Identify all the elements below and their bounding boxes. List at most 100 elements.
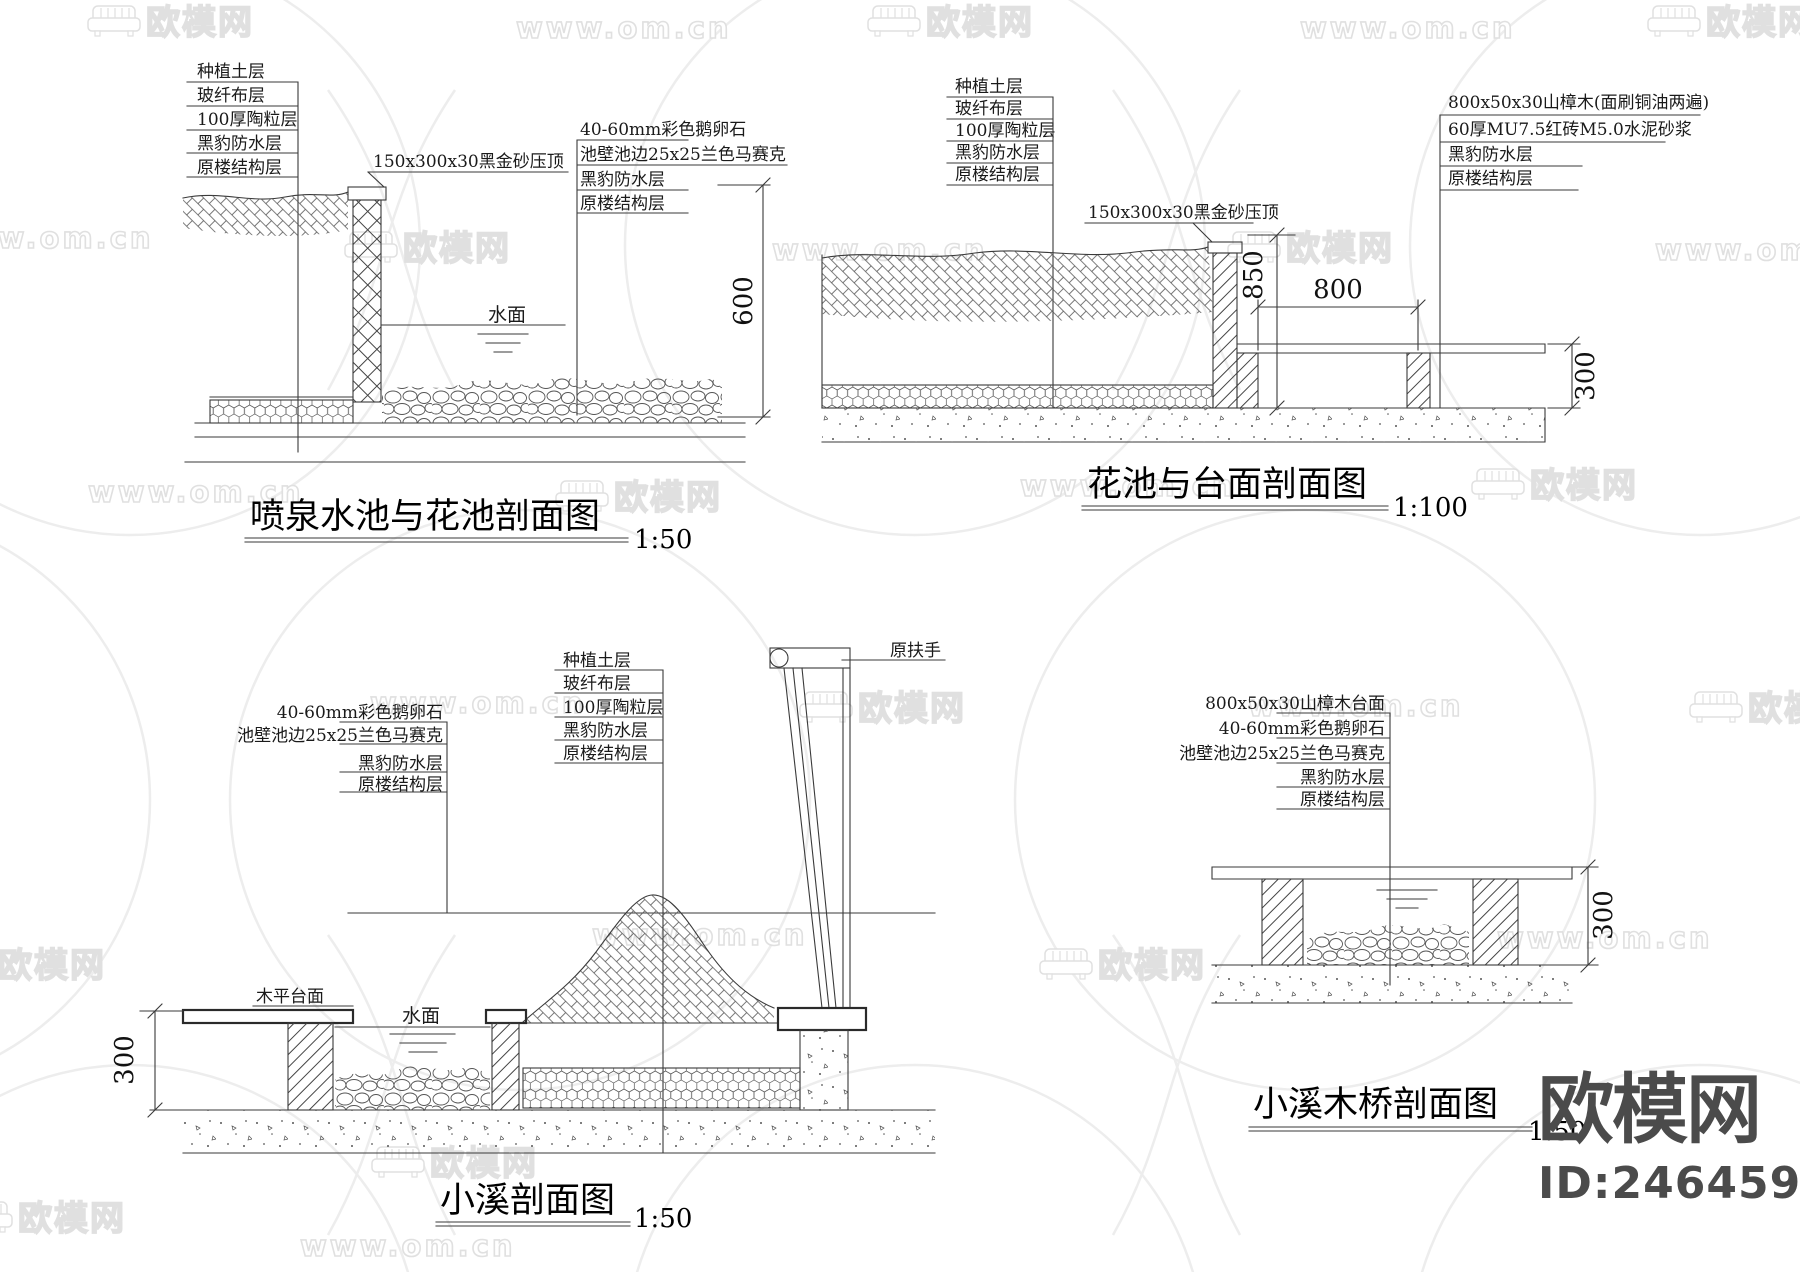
watermark-arc [0, 0, 422, 537]
watermark-url-text: www.om.cn [0, 221, 154, 255]
watermark-brand-text: 欧模网 [1706, 3, 1800, 43]
handrail [769, 647, 851, 1009]
ceramsite-layer [209, 399, 354, 424]
watermark-brand-text: 欧模网 [1748, 689, 1800, 729]
callout-leader-lines [339, 721, 448, 914]
stream-wall-left [287, 1022, 334, 1111]
drawing-title: 小溪剖面图 [440, 1181, 615, 1221]
layer-label: 60厚MU7.5红砖M5.0水泥砂浆 [1448, 120, 1692, 140]
watermark-url-text: www.om.cn [1020, 469, 1236, 503]
wall-cap [484, 1008, 528, 1025]
watermark-arc [623, 0, 1207, 537]
water-surface-symbol [334, 1026, 491, 1053]
ceramsite-layer [522, 1067, 801, 1109]
layer-label: 池壁池边25x25兰色马赛克 [1179, 743, 1385, 764]
dimension-lines [139, 1003, 184, 1118]
bench-leg-right [1406, 352, 1431, 409]
watermark-url-text: www.om.cn [1300, 11, 1516, 45]
rockery-mound-outline [522, 894, 779, 1024]
watermark-brand-text: 欧模网 [1098, 946, 1206, 986]
watermark-brand-text: 欧模网 [858, 689, 966, 729]
layer-label: 黑豹防水层 [1300, 768, 1385, 788]
site-logo: 欧模网 ID:2464595 [1538, 1072, 1800, 1206]
wall-cap [347, 186, 387, 201]
dimension-850: 850 [1239, 227, 1296, 416]
layer-callout-stack: 800x50x30山樟木台面 40-60mm彩色鹅卵石 池壁池边25x25兰色马… [1179, 694, 1391, 986]
layer-label: 黑豹防水层 [563, 721, 648, 741]
watermark-arc [0, 544, 152, 1056]
cap-callout: 150x300x30黑金砂压顶 [367, 152, 569, 188]
soil-hatch [183, 192, 348, 236]
layer-callout-stack: 种植土层 玻纤布层 100厚陶粒层 黑豹防水层 原楼结构层 [946, 77, 1055, 409]
pool-wall [352, 199, 382, 403]
watermark-url-text: www.om.cn [516, 11, 732, 45]
dimension-lines [717, 177, 771, 425]
callout-leader-lines [1276, 712, 1391, 986]
cap-leader [367, 171, 569, 188]
layer-label: 原楼结构层 [955, 165, 1040, 185]
pool-callout-stack: 40-60mm彩色鹅卵石 池壁池边25x25兰色马赛克 黑豹防水层 原楼结构层 [237, 703, 448, 914]
water-surface-symbol [381, 324, 566, 353]
title-underline [435, 1221, 631, 1227]
watermark-brand-text: 欧模网 [1530, 466, 1638, 506]
handrail-label: 原扶手 [890, 641, 941, 661]
dimension-300: 300 [1571, 859, 1619, 973]
layer-callout-stack: 种植土层 玻纤布层 100厚陶粒层 黑豹防水层 原楼结构层 [554, 651, 664, 1154]
pool-callout-stack: 40-60mm彩色鹅卵石 池壁池边25x25兰色马赛克 黑豹防水层 原楼结构层 [576, 120, 788, 416]
layer-label: 黑豹防水层 [580, 170, 665, 190]
layer-label: 原楼结构层 [197, 158, 282, 178]
layer-callout-stack: 种植土层 玻纤布层 100厚陶粒层 黑豹防水层 原楼结构层 [186, 62, 299, 453]
watermark-url-text: www.om.cn [1248, 689, 1464, 723]
handrail-end [769, 648, 789, 668]
watermark-brand-text: 欧模网 [926, 3, 1034, 43]
deck-label: 木平台面 [256, 987, 324, 1007]
layer-label: 40-60mm彩色鹅卵石 [580, 120, 746, 140]
drawing-scale: 1:50 [634, 1204, 692, 1234]
site-logo-brand: 欧模网 [1538, 1065, 1762, 1154]
layer-label: 玻纤布层 [563, 674, 631, 694]
layer-label: 黑豹防水层 [197, 134, 282, 154]
layer-label: 玻纤布层 [197, 86, 265, 106]
dimension-lines [1547, 336, 1581, 416]
watermark-brand-text: 欧模网 [403, 229, 511, 269]
dimension-lines [1571, 859, 1599, 973]
watermark-url-text: www.om.cn [370, 686, 586, 720]
layer-label: 原楼结构层 [358, 775, 443, 795]
bench-leg-left [1236, 352, 1259, 409]
cap-label: 150x300x30黑金砂压顶 [1088, 203, 1279, 223]
title-underline [1248, 1126, 1533, 1132]
site-logo-id: ID:2464595 [1538, 1158, 1800, 1209]
drawing-scale: 1:100 [1393, 493, 1468, 523]
layer-label: 黑豹防水层 [358, 754, 443, 774]
watermark-arc [1408, 0, 1800, 537]
cap-callout: 150x300x30黑金砂压顶 [1084, 203, 1279, 243]
water-label: 水面 [488, 304, 526, 326]
rockery-mound-fill [523, 894, 774, 1023]
drawing-title: 喷泉水池与花池剖面图 [250, 497, 600, 537]
layer-label: 原楼结构层 [1300, 790, 1385, 810]
watermark-brand-text: 欧模网 [146, 3, 254, 43]
concrete-base [1212, 965, 1572, 1003]
bridge-section-drawing: 800x50x30山樟木台面 40-60mm彩色鹅卵石 池壁池边25x25兰色马… [1179, 694, 1619, 1147]
cap-leader [1084, 222, 1254, 243]
slab-and-ground-lines [184, 422, 746, 463]
stream-wall-left [1261, 878, 1304, 966]
planter-section-drawing: 种植土层 玻纤布层 100厚陶粒层 黑豹防水层 原楼结构层 150x300x30… [821, 77, 1709, 523]
layer-label: 池壁池边25x25兰色马赛克 [237, 725, 443, 746]
concrete-base [822, 408, 1545, 442]
dimension-lines [1247, 227, 1296, 416]
dimension-text: 300 [1571, 351, 1601, 401]
dimension-text: 600 [729, 276, 759, 326]
watermark-url-text: www.om.cn [300, 1229, 516, 1263]
callout-leader-lines [554, 669, 664, 1154]
layer-label: 100厚陶粒层 [563, 698, 663, 718]
layer-label: 100厚陶粒层 [197, 110, 297, 130]
bridge-abutment-cap [776, 1006, 868, 1032]
callout-leader-lines [186, 81, 299, 453]
watermark-url-text: www.om.cn [88, 475, 304, 509]
dimension-text: 800 [1313, 275, 1363, 305]
terrain-line [821, 246, 1209, 409]
pebble-bed [382, 378, 722, 423]
dimension-300: 300 [1547, 336, 1601, 416]
